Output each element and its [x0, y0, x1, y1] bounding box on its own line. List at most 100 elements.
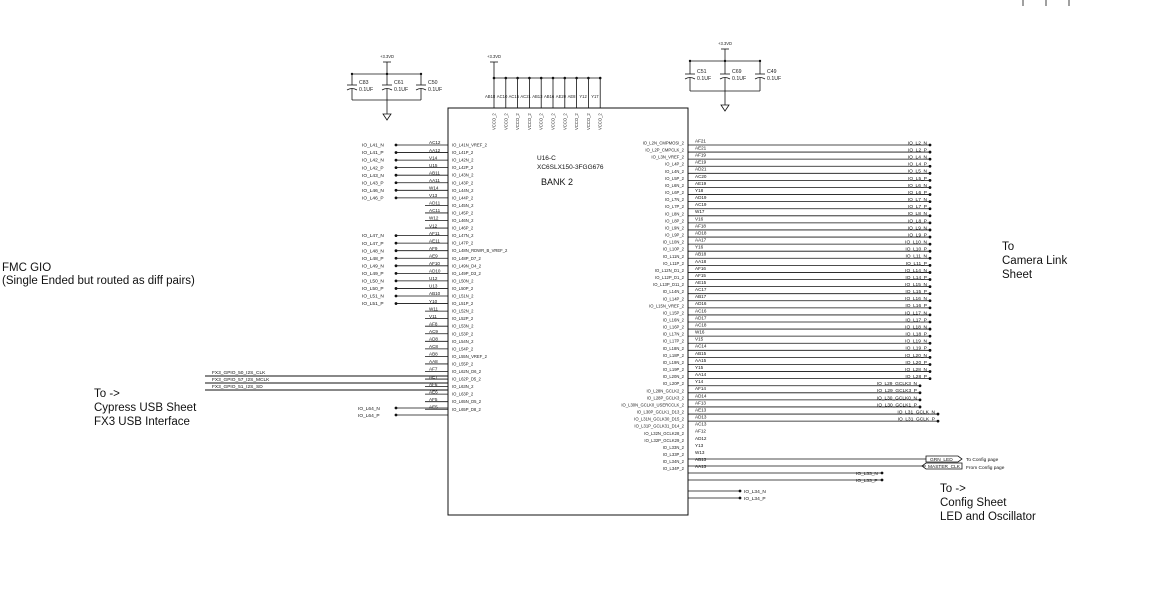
right-pin-number: AE19: [695, 181, 707, 186]
right-pin-function: IO_L7P_2: [665, 204, 685, 209]
net-io-l34-n: IO_L34_N: [744, 489, 766, 495]
frame-corner-marks: [1022, 0, 1070, 6]
cap-rail-label: +3.3VD: [718, 41, 732, 46]
cap-value: 0.1UF: [697, 76, 711, 82]
right-pin-number: Y16: [695, 245, 704, 250]
right-net-junction: [928, 292, 932, 296]
cap-value: 0.1UF: [732, 76, 746, 82]
vcco-junction: [504, 76, 508, 80]
right-pin-function: IO_L6N_2: [665, 183, 685, 188]
right-pin-number: AC20: [695, 174, 707, 179]
left-net-label: IO_L48_P: [362, 256, 384, 262]
right-pin-function: IO_L2P_CMPCLK_2: [645, 148, 684, 153]
right-pin-function: IO_L15P_2: [663, 310, 685, 315]
right-pin-function: IO_L4N_2: [665, 169, 685, 174]
left-pin-function: IO_L49P_D3_2: [452, 271, 482, 276]
cap-value: 0.1UF: [394, 87, 408, 93]
left-pin-function: IO_L47P_2: [452, 241, 474, 246]
left-pin-function: IO_L65P_D8_2: [452, 407, 482, 412]
vcco-pin-number: AB13: [532, 94, 543, 99]
right-pin-function: IO_L20P_2: [663, 381, 685, 386]
left-pin-function: IO_L50P_2: [452, 286, 474, 291]
left-net-junction: [394, 173, 398, 177]
left-net-label: IO_L49_P: [362, 271, 384, 277]
right-pin-function: IO_L8P_2: [665, 218, 685, 223]
right-pin-function: IO_L32N_GCLK28_2: [644, 431, 684, 436]
io-l64-nets: IO_L64_N IO_L64_P: [358, 406, 448, 419]
right-pin-number: AB18: [695, 252, 707, 257]
vcco-pin-name: VCCO_2: [492, 113, 497, 130]
left-pin-number: V13: [429, 193, 438, 198]
left-pin-function: IO_L43P_2: [452, 180, 474, 185]
right-net-label: IO_L4_P: [908, 162, 927, 168]
right-pin-function: IO_L9N_2: [665, 225, 685, 230]
left-net-junction: [394, 256, 398, 260]
vcco-pin-number: Y12: [579, 94, 587, 99]
right-pin-column: AF21IO_L2N_CMPMOSI_2AE21IO_L2P_CMPCLK_2A…: [621, 138, 940, 471]
right-pin-number: AC14: [695, 344, 707, 349]
config-arrow-label: To ->: [940, 483, 966, 495]
left-net-junction: [394, 234, 398, 238]
right-net-label: IO_L16_N: [905, 296, 927, 302]
right-net-junction: [928, 320, 932, 324]
right-net-label: IO_L2_P: [908, 147, 927, 153]
right-pin-number: V15: [695, 337, 704, 342]
right-net-junction: [928, 348, 932, 352]
net-io-l33-n: IO_L33_N: [856, 471, 878, 477]
left-pin-number: AC12: [429, 140, 441, 145]
right-pin-number: Y13: [695, 443, 704, 448]
cap-junction: [688, 59, 692, 63]
left-pin-function: IO_L51N_2: [452, 294, 474, 299]
left-net-label: IO_L49_N: [362, 263, 384, 269]
right-pin-number: AA17: [695, 238, 707, 243]
right-pin-number: AA13: [695, 464, 707, 469]
right-net-junction: [918, 405, 922, 409]
right-pin-number: AB13: [695, 457, 707, 462]
left-pin-function: IO_L49N_D4_2: [452, 263, 482, 268]
gpio-net-2: FX3_GPIO_57_I2S_MCLK: [212, 377, 270, 383]
right-pin-number: AC19: [695, 202, 707, 207]
chip-refdes: U16-C: [537, 155, 556, 162]
right-pin-function: IO_L28N_GCLK2_2: [647, 388, 685, 393]
right-pin-function: IO_L32P_GCLK29_2: [644, 438, 684, 443]
right-net-label: IO_L11_N: [905, 254, 927, 260]
vcco-supply-pins: +3.3VDAB18VCCO_2AC10VCCO_2AC15VCCO_2AC21…: [485, 54, 603, 130]
config-led-osc-label: LED and Oscillator: [940, 511, 1036, 523]
right-pin-number: AF19: [695, 153, 706, 158]
left-pin-number: AD10: [429, 269, 441, 274]
right-pin-function: IO_L18P_2: [663, 353, 685, 358]
right-net-label: IO_L10_P: [905, 247, 927, 253]
right-net-label: IO_L8_N: [908, 211, 928, 217]
vcco-pin-number: AC21: [520, 94, 531, 99]
camera-sheet-label: Sheet: [1002, 269, 1033, 281]
left-pin-function: IO_L53P_2: [452, 331, 474, 336]
right-pin-number: AD14: [695, 393, 707, 398]
right-net-junction: [928, 341, 932, 345]
right-net-label: IO_L4_N: [908, 155, 928, 161]
right-net-label: IO_L6_P: [908, 190, 927, 196]
right-net-junction: [928, 214, 932, 218]
left-pin-function: IO_L46N_2: [452, 218, 474, 223]
right-net-junction: [918, 384, 922, 388]
right-net-label: IO_L11_P: [906, 261, 927, 267]
offpage-note-from-config: From Config page: [966, 465, 1005, 471]
left-pin-number: AC11: [429, 208, 441, 213]
fx3-interface-label: FX3 USB Interface: [94, 416, 190, 428]
right-pin-number: AA18: [695, 259, 707, 264]
right-pin-number: AF13: [695, 400, 706, 405]
fmc-gio-note: (Single Ended but routed as diff pairs): [2, 275, 195, 287]
left-net-junction: [394, 271, 398, 275]
left-pin-function: IO_L43N_2: [452, 173, 474, 178]
cap-refdes: C83: [359, 80, 369, 86]
vcco-pin-number: Y17: [591, 94, 599, 99]
vcco-pin-name: VCCO_2: [527, 113, 532, 130]
right-pin-function: IO_L33N_2: [663, 445, 685, 450]
gpio-net-1: FX3_GPIO_50_I2S_CLK: [212, 370, 266, 376]
right-net-junction: [918, 398, 922, 402]
vcco-pin-name: VCCO_2: [574, 113, 579, 130]
vcco-pin-name: VCCO_2: [562, 113, 567, 130]
right-net-label: IO_L30_GCLK0_N: [877, 395, 918, 401]
right-pin-function: IO_L20N_2: [663, 374, 685, 379]
right-pin-function: IO_L19P_2: [663, 367, 685, 372]
